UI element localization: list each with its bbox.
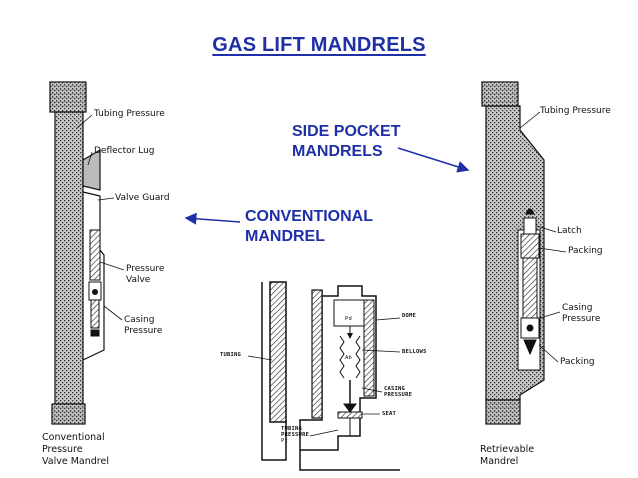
left-label-pressure-valve-line-1: Pressure — [126, 264, 165, 274]
center-label-seat: SEAT — [382, 411, 397, 417]
center-label-tubing-pressure-line-1: TUBING — [281, 426, 303, 432]
center-label-bellows: BELLOWS — [402, 349, 427, 355]
right-label-casing-pressure: Casing Pressure — [562, 303, 600, 325]
right-caption: Retrievable Mandrel — [480, 444, 534, 468]
left-caption-line-1: Conventional — [42, 432, 105, 443]
left-label-casing-pressure-line-2: Pressure — [124, 326, 163, 336]
side-pocket-callout: SIDE POCKET MANDRELS — [292, 122, 400, 162]
left-label-tubing-pressure: Tubing Pressure — [94, 109, 165, 119]
right-label-casing-pressure-line-1: Casing — [562, 303, 593, 313]
conventional-callout-line-1: CONVENTIONAL — [245, 208, 373, 225]
right-caption-line-2: Mandrel — [480, 456, 519, 467]
side-pocket-arrow — [397, 147, 470, 173]
left-label-casing-pressure: Casing Pressure — [124, 315, 162, 337]
conventional-arrow — [184, 212, 241, 225]
right-label-casing-pressure-line-2: Pressure — [562, 314, 601, 324]
conventional-callout: CONVENTIONAL MANDREL — [245, 207, 373, 247]
left-caption-line-3: Valve Mandrel — [42, 456, 109, 467]
right-label-tubing-pressure: Tubing Pressure — [540, 106, 611, 116]
left-label-pressure-valve-line-2: Valve — [126, 275, 151, 285]
left-caption: Conventional Pressure Valve Mandrel — [42, 432, 109, 468]
center-label-casing-pressure: CASING PRESSURE — [384, 386, 412, 398]
retrievable-mandrel-drawing — [481, 81, 567, 425]
left-caption-line-2: Pressure — [42, 444, 83, 455]
right-caption-line-1: Retrievable — [480, 444, 535, 455]
side-pocket-callout-line-1: SIDE POCKET — [292, 123, 401, 140]
right-label-packing-bottom: Packing — [560, 357, 595, 367]
center-label-ab: Ab — [345, 355, 353, 361]
center-label-casing-pressure-line-2: PRESSURE — [384, 392, 413, 398]
center-label-tubing-pressure: TUBING PRESSURE Pt — [281, 426, 309, 444]
center-label-tubing-pressure-line-3: Pt — [281, 438, 289, 444]
left-label-pressure-valve: Pressure Valve — [126, 264, 164, 286]
center-label-casing-pressure-line-1: CASING — [384, 386, 406, 392]
valve-detail-drawing — [247, 281, 401, 471]
center-label-pd: Pd — [345, 316, 353, 322]
conventional-mandrel-drawing — [49, 81, 125, 425]
conventional-callout-line-2: MANDREL — [245, 228, 325, 245]
page-title: GAS LIFT MANDRELS — [212, 34, 426, 56]
left-label-deflector-lug: Deflector Lug — [94, 146, 155, 156]
center-label-tubing-pressure-line-2: PRESSURE — [281, 432, 310, 438]
center-label-tubing: TUBING — [220, 352, 242, 358]
right-label-latch: Latch — [557, 226, 582, 236]
right-label-packing-top: Packing — [568, 246, 603, 256]
side-pocket-callout-line-2: MANDRELS — [292, 143, 383, 160]
left-label-casing-pressure-line-1: Casing — [124, 315, 155, 325]
center-label-dome: DOME — [402, 313, 417, 319]
left-label-valve-guard: Valve Guard — [115, 193, 170, 203]
